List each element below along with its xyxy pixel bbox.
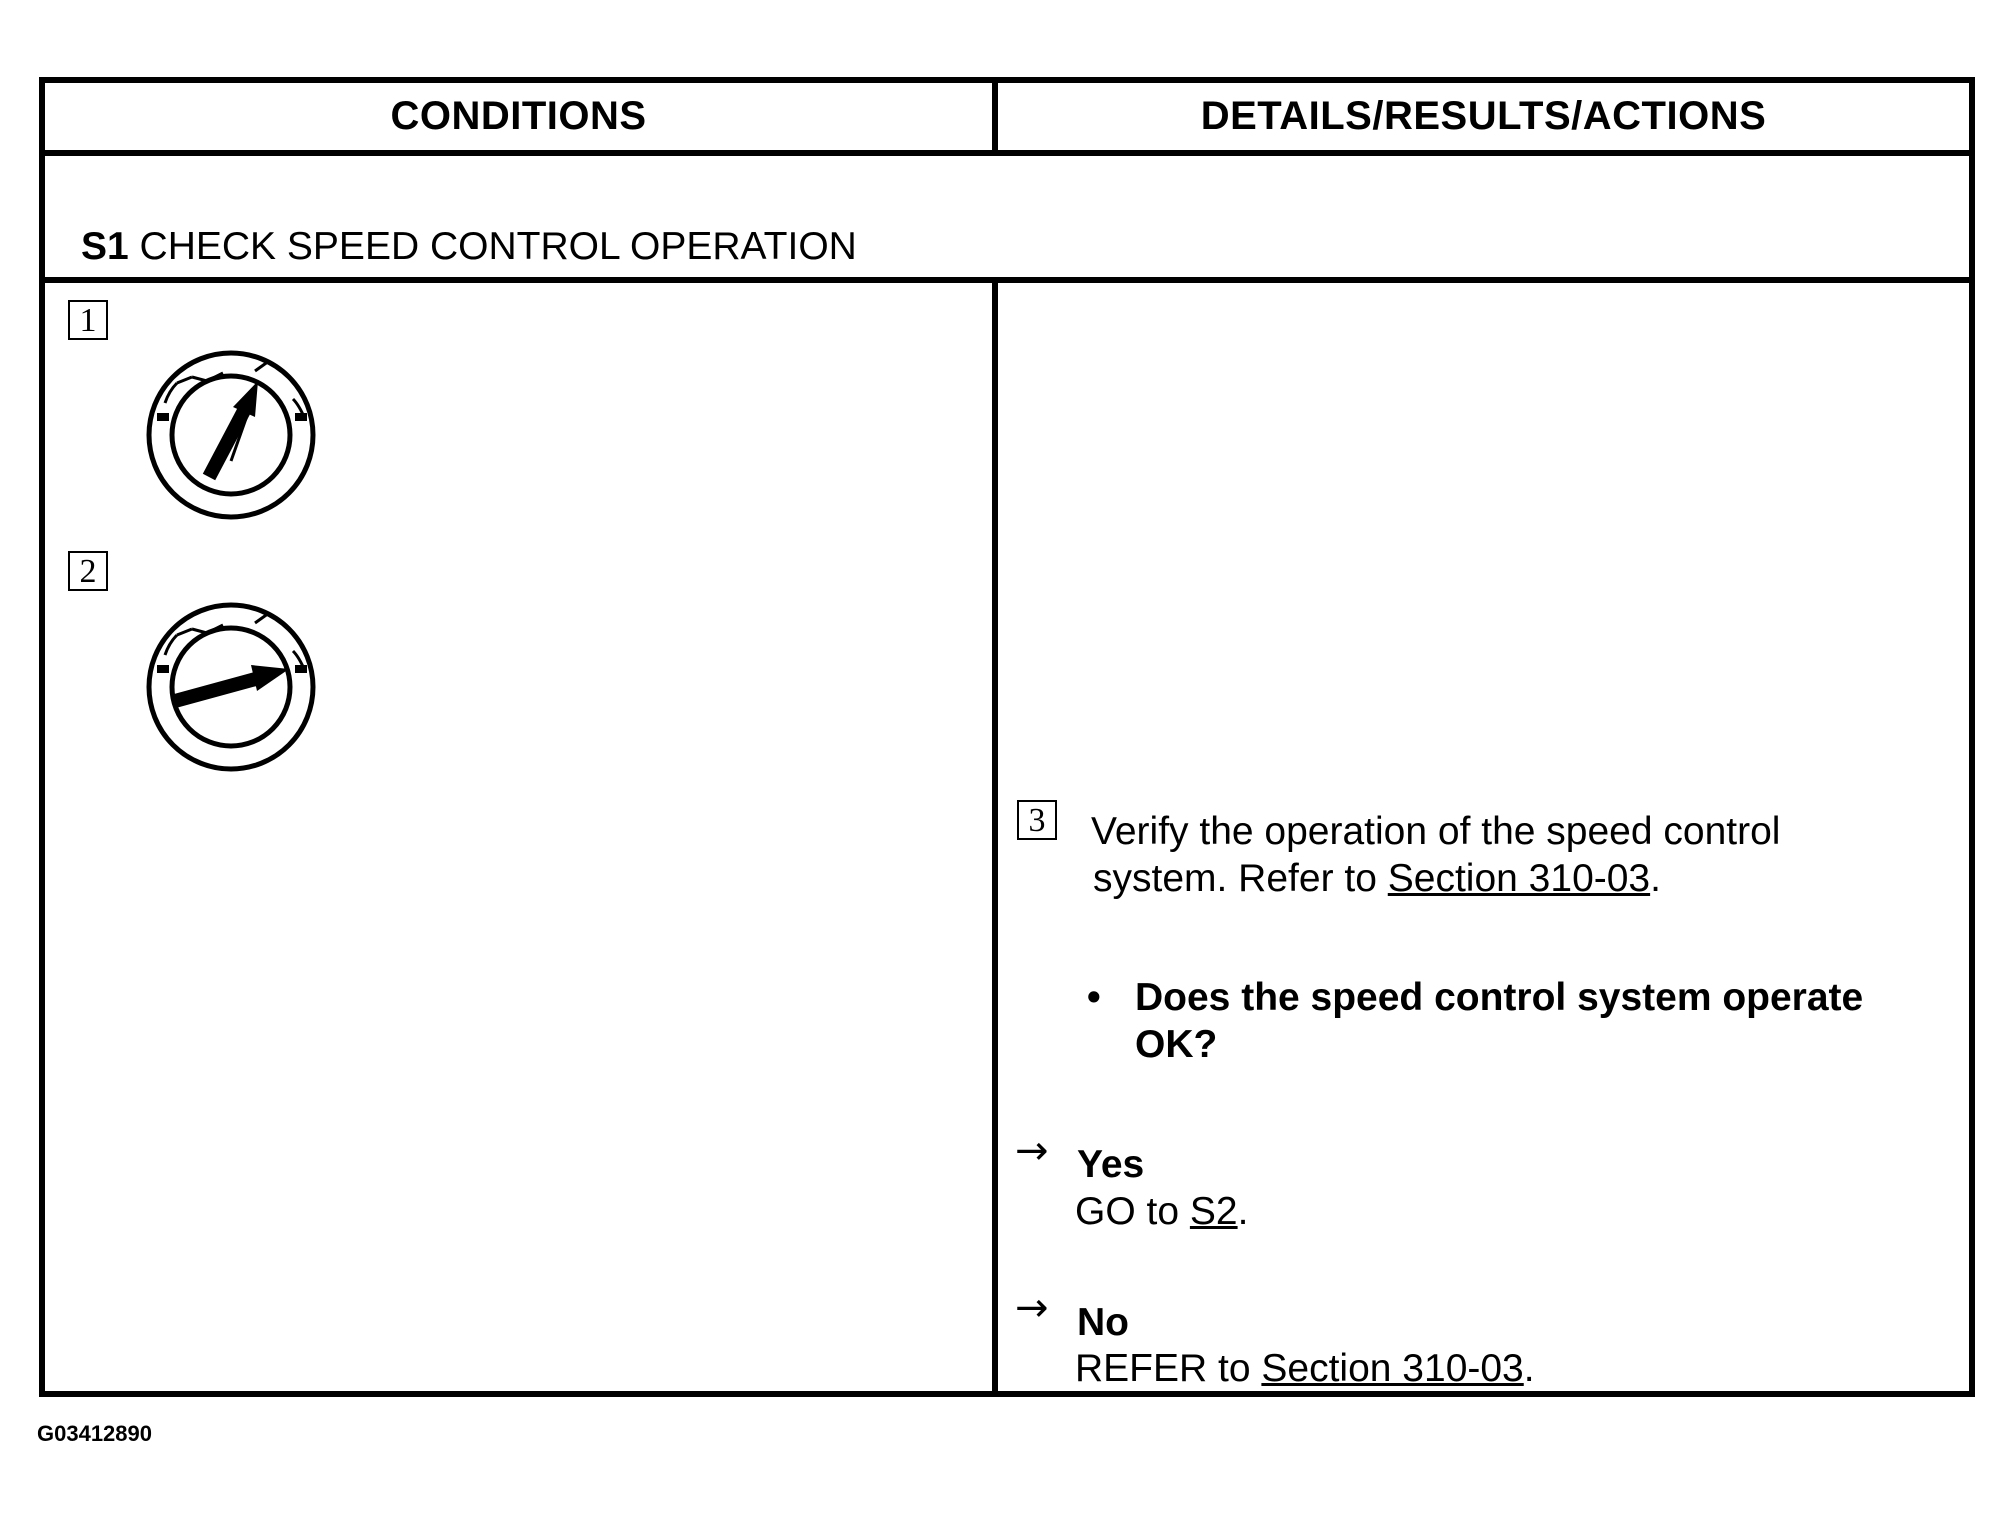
- question-line-2: OK?: [1135, 1023, 1218, 1066]
- step-number-1: 1: [68, 300, 108, 340]
- yes-arrow-icon: →: [1015, 1128, 1049, 1174]
- ignition-switch-start-icon: [146, 602, 316, 772]
- title-divider: [45, 277, 1969, 283]
- verify-suffix: .: [1650, 857, 1661, 900]
- step-number-2: 2: [68, 551, 108, 591]
- ignition-switch-on-icon: [146, 350, 316, 520]
- step-number-3: 3: [1017, 800, 1057, 840]
- conditions-header: CONDITIONS: [390, 94, 647, 138]
- yes-action: GO to S2.: [1075, 1190, 1248, 1234]
- verify-line-2: system. Refer to Section 310-03.: [1093, 857, 1661, 901]
- header-column-divider: [992, 83, 998, 156]
- no-label: No: [1077, 1301, 1129, 1344]
- no-action: REFER to Section 310-03.: [1075, 1347, 1535, 1391]
- yes-label: Yes: [1077, 1143, 1145, 1186]
- yes-action-prefix: GO to: [1075, 1190, 1180, 1233]
- section-310-03-link-no[interactable]: Section 310-03: [1261, 1347, 1524, 1390]
- details-header: DETAILS/RESULTS/ACTIONS: [1200, 94, 1767, 138]
- body-column-divider: [992, 277, 998, 1391]
- s2-link[interactable]: S2: [1189, 1190, 1238, 1233]
- section-310-03-link[interactable]: Section 310-03: [1387, 857, 1651, 900]
- verify-line-1: Verify the operation of the speed contro…: [1091, 810, 1781, 853]
- step-title: S1 CHECK SPEED CONTROL OPERATION: [81, 225, 857, 269]
- yes-action-suffix: .: [1237, 1190, 1249, 1233]
- conditions-table: CONDITIONS DETAILS/RESULTS/ACTIONS S1 CH…: [39, 77, 1975, 1397]
- verify-prefix: system. Refer to: [1093, 857, 1377, 900]
- header-divider: [45, 150, 1969, 156]
- question-bullet: •: [1087, 976, 1101, 1019]
- no-action-prefix: REFER to: [1075, 1347, 1251, 1390]
- figure-id: G03412890: [37, 1421, 152, 1446]
- no-action-suffix: .: [1523, 1347, 1535, 1390]
- step-id: S1: [81, 225, 129, 268]
- step-title-text: CHECK SPEED CONTROL OPERATION: [139, 225, 857, 268]
- question-line-1: Does the speed control system operate: [1135, 976, 1864, 1019]
- no-arrow-icon: →: [1015, 1285, 1049, 1331]
